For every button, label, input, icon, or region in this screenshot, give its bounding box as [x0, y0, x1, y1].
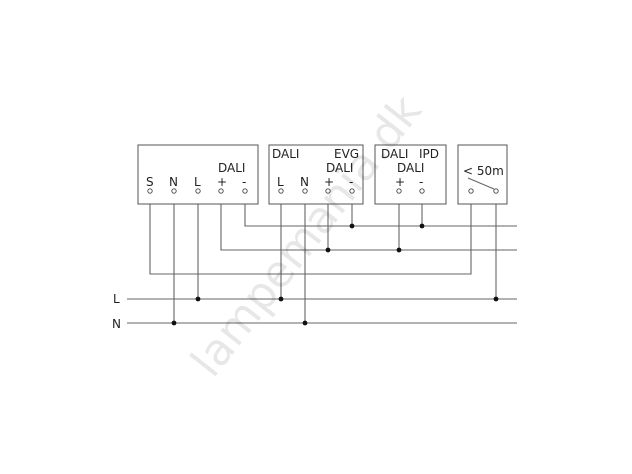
- terminals: [147, 188, 499, 194]
- evg-dali-label: DALI: [326, 161, 353, 175]
- evg-label: EVG: [334, 147, 359, 161]
- terminal-icon: [493, 188, 499, 194]
- sensor-n-label: N: [169, 175, 178, 189]
- terminal-icon: [302, 188, 308, 194]
- junction-dot: [195, 296, 201, 302]
- watermark: lampemania.dk: [181, 85, 432, 386]
- junction-dot: [171, 320, 177, 326]
- junction-dot: [419, 223, 425, 229]
- sensor-dali-label: DALI: [218, 161, 245, 175]
- terminal-icon: [171, 188, 177, 194]
- switch-distance-label: < 50m: [463, 164, 504, 178]
- sensor-l-label: L: [194, 175, 201, 189]
- junction-dot: [278, 296, 284, 302]
- sensor-box: [137, 144, 259, 205]
- evg-minus-label: -: [349, 175, 353, 189]
- junction-dot: [493, 296, 499, 302]
- junction-dot: [349, 223, 355, 229]
- terminal-icon: [468, 188, 474, 194]
- switch-contact-icon: [467, 177, 495, 190]
- junction-dot: [396, 247, 402, 253]
- evg-l-label: L: [277, 175, 284, 189]
- terminal-icon: [242, 188, 248, 194]
- terminal-icon: [278, 188, 284, 194]
- terminal-icon: [218, 188, 224, 194]
- terminal-icon: [349, 188, 355, 194]
- junction-dot: [325, 247, 331, 253]
- bus-l-label: L: [113, 292, 120, 306]
- dali-plus-wire: [220, 191, 517, 251]
- evg-box: [268, 144, 364, 205]
- bus-n-label: N: [112, 317, 121, 331]
- terminal-icon: [419, 188, 425, 194]
- terminal-icon: [396, 188, 402, 194]
- ipd-plus-label: +: [395, 175, 405, 189]
- sensor-plus-label: +: [217, 175, 227, 189]
- ipd-minus-label: -: [419, 175, 423, 189]
- sensor-s-label: S: [146, 175, 154, 189]
- ipd-dali-label: DALI: [397, 161, 424, 175]
- ipd-box: [374, 144, 447, 205]
- evg-n-label: N: [300, 175, 309, 189]
- terminal-icon: [195, 188, 201, 194]
- ipd-dali-left-label: DALI: [381, 147, 408, 161]
- terminal-icon: [325, 188, 331, 194]
- junction-dot: [302, 320, 308, 326]
- terminal-icon: [147, 188, 153, 194]
- evg-plus-label: +: [324, 175, 334, 189]
- s-wire: [149, 191, 472, 275]
- junctions: [171, 223, 499, 326]
- ipd-label: IPD: [419, 147, 439, 161]
- evg-dali-left-label: DALI: [272, 147, 299, 161]
- switch-box: [457, 144, 508, 205]
- sensor-minus-label: -: [242, 175, 246, 189]
